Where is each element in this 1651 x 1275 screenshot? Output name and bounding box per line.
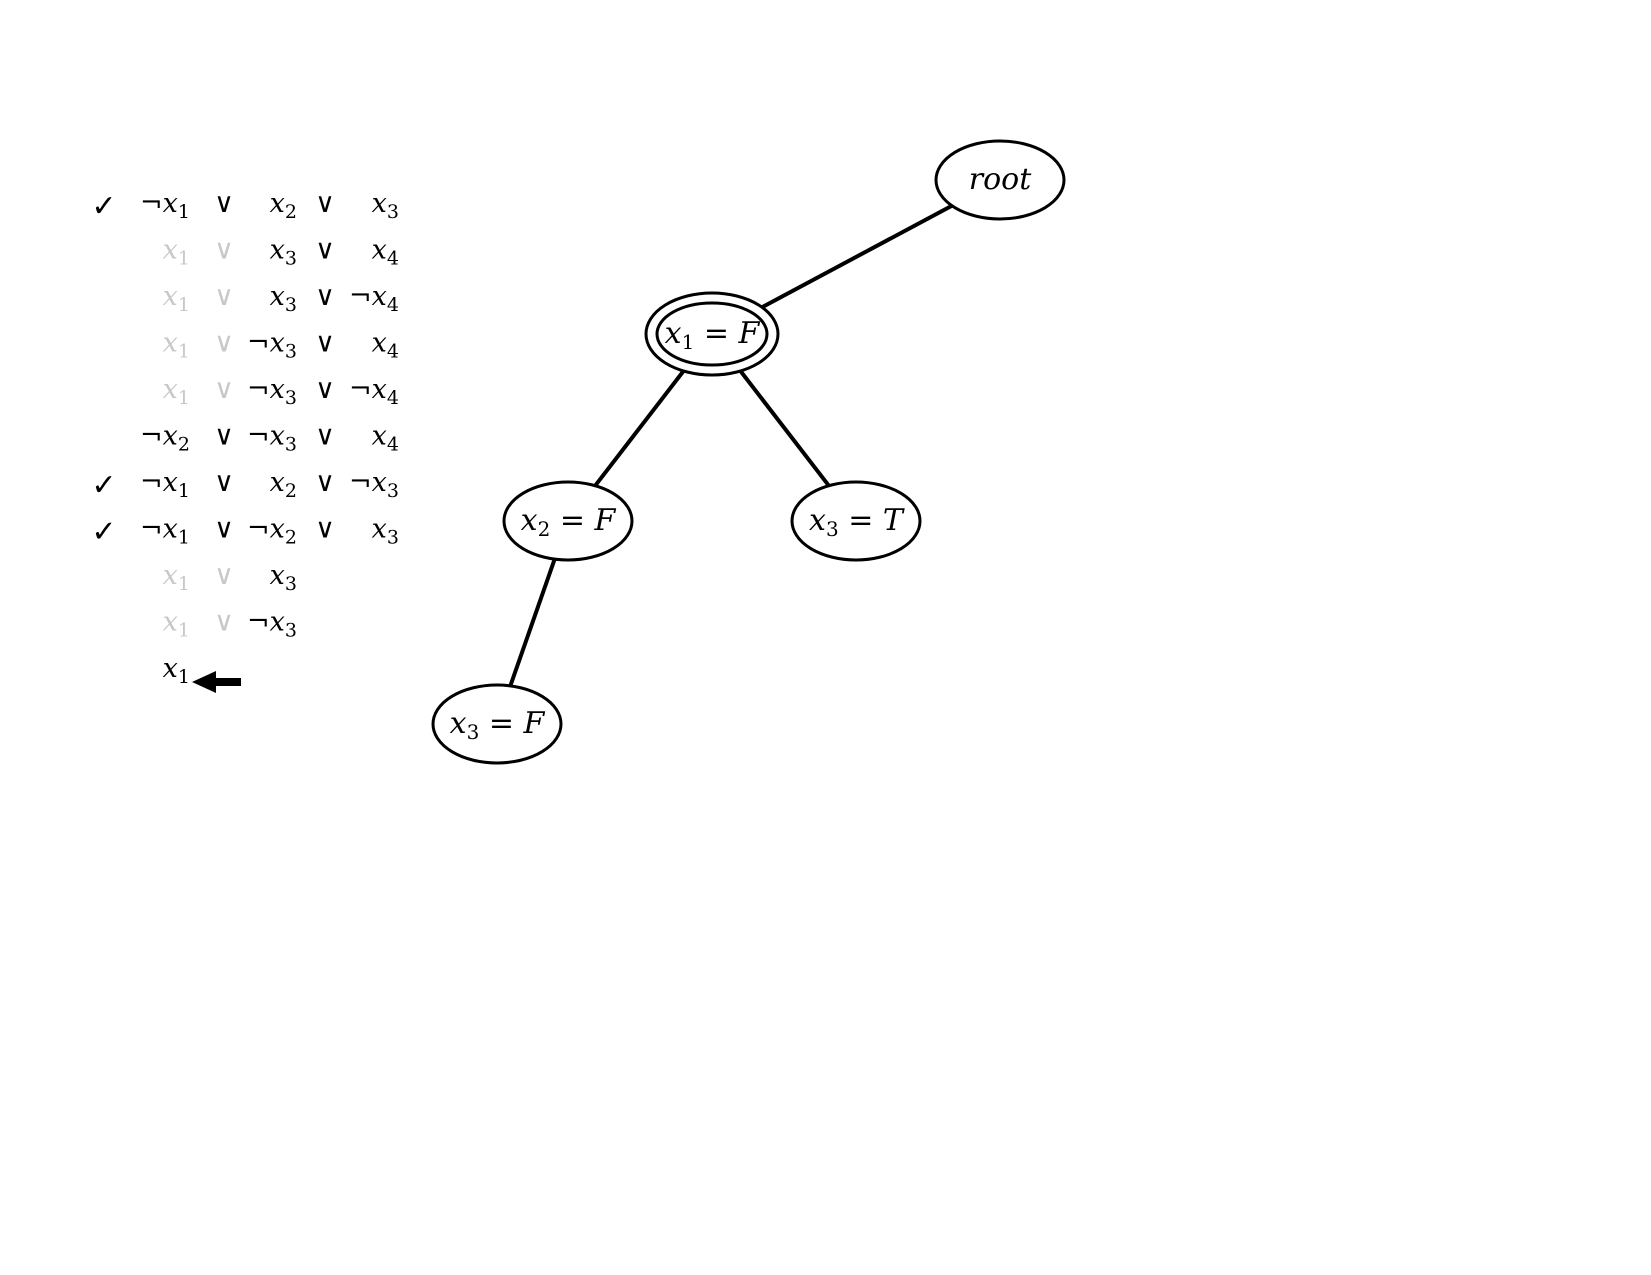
literal: x1 — [163, 374, 190, 409]
node-outer-ring — [644, 291, 780, 377]
or-operator: ∨ — [315, 188, 335, 219]
node-ellipse — [790, 480, 922, 562]
tree-edge — [738, 369, 831, 487]
literal: ¬x1 — [140, 467, 190, 502]
node-inner-ring — [655, 301, 769, 367]
node-label: x1 = F — [665, 316, 761, 354]
tree-node-root: root — [934, 139, 1066, 221]
literal: x1 — [163, 653, 190, 688]
or-operator: ∨ — [214, 467, 234, 498]
or-operator: ∨ — [315, 467, 335, 498]
literal: x2 — [270, 188, 297, 223]
literal: ¬x4 — [349, 374, 399, 409]
literal: ¬x3 — [247, 421, 297, 456]
clause-row: ✓ ¬x1 ∨ x2 ∨ ¬x3 — [91, 467, 399, 503]
or-operator: ∨ — [315, 374, 335, 405]
or-operator: ∨ — [214, 560, 234, 591]
or-operator: ∨ — [315, 328, 335, 359]
tree-edge — [761, 203, 953, 310]
or-operator: ∨ — [315, 514, 335, 545]
or-operator: ∨ — [315, 235, 335, 266]
node-ellipse — [431, 683, 563, 765]
node-ellipse — [934, 139, 1066, 221]
literal: x4 — [372, 328, 399, 363]
clause-row: x1 ∨ ¬x3 — [163, 607, 297, 642]
or-operator: ∨ — [214, 188, 234, 219]
or-operator: ∨ — [214, 281, 234, 312]
literal: x2 — [270, 467, 297, 502]
literal: x1 — [163, 235, 190, 270]
or-operator: ∨ — [315, 281, 335, 312]
literal: ¬x3 — [247, 328, 297, 363]
clause-row: x1 ∨ ¬x3 ∨ x4 — [163, 328, 399, 363]
literal: x4 — [372, 235, 399, 270]
literal: ¬x1 — [140, 188, 190, 223]
check-mark-icon: ✓ — [91, 515, 116, 550]
tree-node-x1F: x1 = F — [644, 291, 780, 377]
or-operator: ∨ — [214, 328, 234, 359]
tree-edges — [508, 203, 953, 687]
tree-edge — [593, 369, 686, 487]
literal: x3 — [270, 560, 297, 595]
or-operator: ∨ — [214, 374, 234, 405]
clause-list: ✓¬x1∨x2∨x3x1∨x3∨x4x1∨x3∨¬x4x1∨¬x3∨x4x1∨¬… — [91, 188, 399, 693]
node-label: x3 = F — [450, 706, 546, 744]
literal: x3 — [270, 281, 297, 316]
node-label: root — [969, 162, 1032, 197]
literal: x1 — [163, 328, 190, 363]
literal: x4 — [372, 421, 399, 456]
tree-node-x3T: x3 = T — [790, 480, 922, 562]
clause-row: ✓ ¬x1 ∨ ¬x2 ∨ x3 — [91, 514, 399, 550]
tree-edge — [508, 558, 557, 687]
literal: x1 — [163, 607, 190, 642]
clause-row: x1 ∨ x3 ∨ x4 — [163, 235, 399, 270]
or-operator: ∨ — [214, 421, 234, 452]
or-operator: ∨ — [214, 235, 234, 266]
clause-row: x1 — [163, 653, 241, 693]
literal: ¬x3 — [247, 607, 297, 642]
literal: ¬x3 — [349, 467, 399, 502]
literal: ¬x2 — [140, 421, 190, 456]
check-mark-icon: ✓ — [91, 468, 116, 503]
literal: x3 — [270, 235, 297, 270]
or-operator: ∨ — [214, 607, 234, 638]
literal: ¬x2 — [247, 514, 297, 549]
or-operator: ∨ — [315, 421, 335, 452]
pointer-arrow-icon — [192, 671, 241, 693]
check-mark-icon: ✓ — [91, 189, 116, 224]
clause-row: x1 ∨ x3 ∨ ¬x4 — [163, 281, 399, 316]
literal: ¬x4 — [349, 281, 399, 316]
clause-row: ✓ ¬x1 ∨ x2 ∨ x3 — [91, 188, 399, 224]
tree-node-x3F: x3 = F — [431, 683, 563, 765]
literal: x1 — [163, 560, 190, 595]
clause-row: x1 ∨ ¬x3 ∨ ¬x4 — [163, 374, 399, 409]
literal: x3 — [372, 514, 399, 549]
clause-row: x1 ∨ x3 — [163, 560, 297, 595]
literal: ¬x1 — [140, 514, 190, 549]
or-operator: ∨ — [214, 514, 234, 545]
tree-node-x2F: x2 = F — [502, 480, 634, 562]
literal: x1 — [163, 281, 190, 316]
tree-nodes: root x1 = F x2 = F x3 = T x3 = F — [431, 139, 1066, 765]
literal: x3 — [372, 188, 399, 223]
node-label: x3 = T — [809, 503, 905, 541]
literal: ¬x3 — [247, 374, 297, 409]
node-ellipse — [502, 480, 634, 562]
clause-row: ¬x2 ∨ ¬x3 ∨ x4 — [140, 421, 399, 456]
node-label: x2 = F — [521, 503, 617, 541]
